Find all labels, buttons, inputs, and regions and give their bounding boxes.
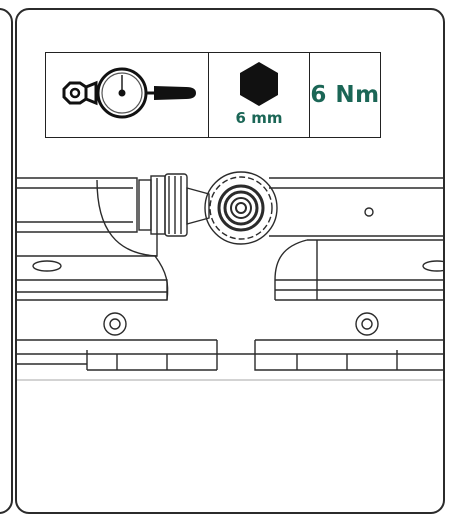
tool-cell [46,53,209,137]
assembly-drawing [17,171,443,381]
socket-size-label: 6 mm [235,109,283,127]
torque-cell: 6 Nm [310,53,380,137]
socket-cell: 6 mm [209,53,310,137]
adjacent-panel-edge [0,8,13,514]
torque-value: 6 Nm [310,82,380,108]
instruction-panel: 6 mm 6 Nm [15,8,445,514]
hex-socket-icon [234,59,284,109]
torque-spec-table: 6 mm 6 Nm [45,52,381,138]
torque-wrench-dial-icon [46,53,208,137]
